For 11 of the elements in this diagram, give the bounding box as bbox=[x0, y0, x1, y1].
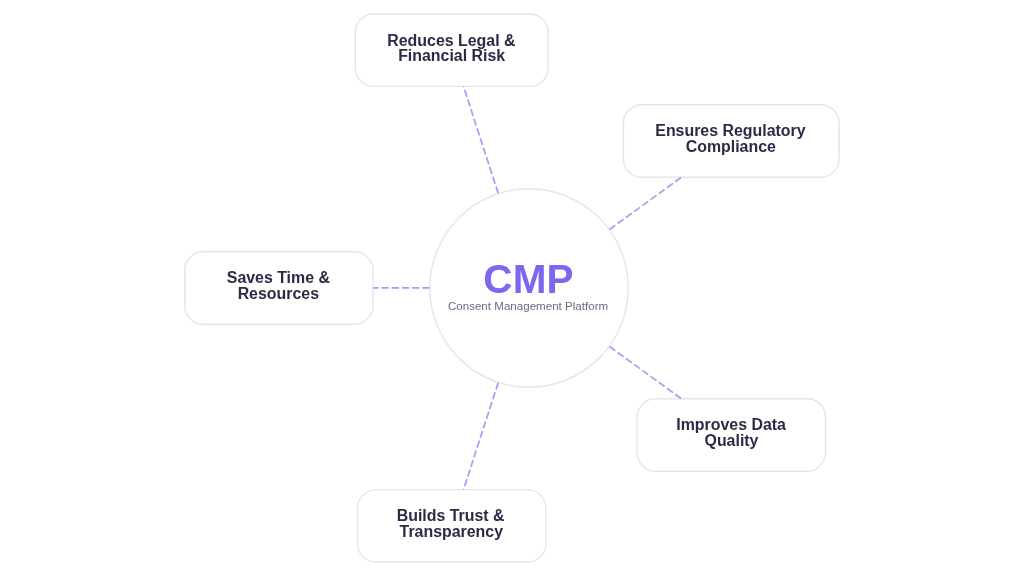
node-box: Improves Data Quality bbox=[636, 398, 827, 472]
node-box: Saves Time & Resources bbox=[184, 251, 374, 325]
connector bbox=[608, 345, 683, 400]
connector bbox=[608, 176, 683, 231]
node-box: Ensures Regulatory Compliance bbox=[622, 104, 840, 178]
node-circle: CMP Consent Management Platform bbox=[429, 188, 629, 388]
connector bbox=[462, 381, 500, 491]
connector bbox=[462, 85, 500, 195]
connector bbox=[372, 287, 431, 289]
node-box: Reduces Legal & Financial Risk bbox=[354, 13, 549, 88]
node-box: Builds Trust & Transparency bbox=[356, 488, 547, 563]
